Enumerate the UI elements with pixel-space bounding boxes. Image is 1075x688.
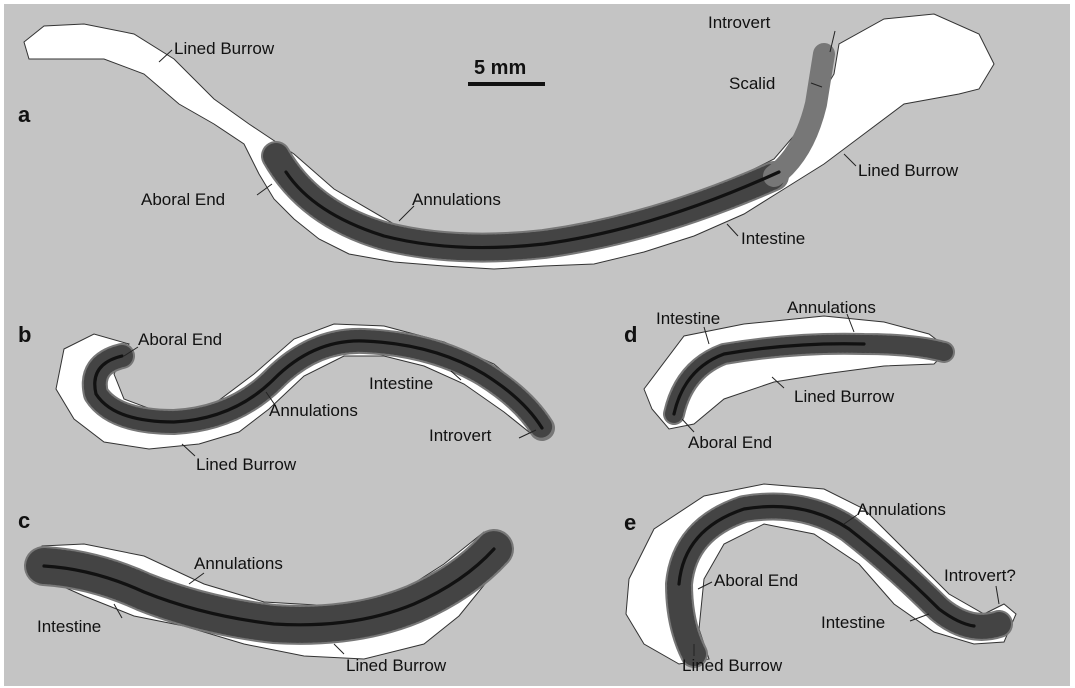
panel-e-label-lined-burrow: Lined Burrow bbox=[682, 656, 783, 675]
panel-b-label-lined-burrow: Lined Burrow bbox=[196, 455, 297, 474]
scale-bar-label: 5 mm bbox=[474, 57, 526, 79]
panel-b-letter: b bbox=[18, 322, 31, 347]
panel-c-label-annulations: Annulations bbox=[194, 554, 283, 573]
panel-a-label-annulations: Annulations bbox=[412, 190, 501, 209]
panel-a-label-aboral-end: Aboral End bbox=[141, 190, 225, 209]
worm-burrow-figure: a Lined Burrow Introvert Scalid Aboral E… bbox=[4, 4, 1070, 686]
panel-c-letter: c bbox=[18, 508, 30, 533]
panel-c-label-intestine: Intestine bbox=[37, 617, 101, 636]
panel-a-label-introvert: Introvert bbox=[708, 13, 771, 32]
panel-e-letter: e bbox=[624, 510, 636, 535]
panel-e-label-aboral-end: Aboral End bbox=[714, 571, 798, 590]
panel-d-label-annulations: Annulations bbox=[787, 298, 876, 317]
panel-d-label-intestine: Intestine bbox=[656, 309, 720, 328]
panel-a-letter: a bbox=[18, 102, 31, 127]
panel-c-label-lined-burrow: Lined Burrow bbox=[346, 656, 447, 675]
panel-e-label-intestine: Intestine bbox=[821, 613, 885, 632]
figure-svg: a Lined Burrow Introvert Scalid Aboral E… bbox=[4, 4, 1070, 686]
panel-a-label-lined-burrow-1: Lined Burrow bbox=[174, 39, 275, 58]
panel-d-label-aboral-end: Aboral End bbox=[688, 433, 772, 452]
panel-b-label-annulations: Annulations bbox=[269, 401, 358, 420]
panel-e-label-annulations: Annulations bbox=[857, 500, 946, 519]
panel-d-label-lined-burrow: Lined Burrow bbox=[794, 387, 895, 406]
panel-b-label-introvert: Introvert bbox=[429, 426, 492, 445]
panel-b-label-aboral-end: Aboral End bbox=[138, 330, 222, 349]
panel-d-letter: d bbox=[624, 322, 637, 347]
panel-b-label-intestine: Intestine bbox=[369, 374, 433, 393]
panel-a-label-intestine: Intestine bbox=[741, 229, 805, 248]
panel-e-label-introvert: Introvert? bbox=[944, 566, 1016, 585]
panel-a-label-lined-burrow-2: Lined Burrow bbox=[858, 161, 959, 180]
panel-a-label-scalid: Scalid bbox=[729, 74, 775, 93]
